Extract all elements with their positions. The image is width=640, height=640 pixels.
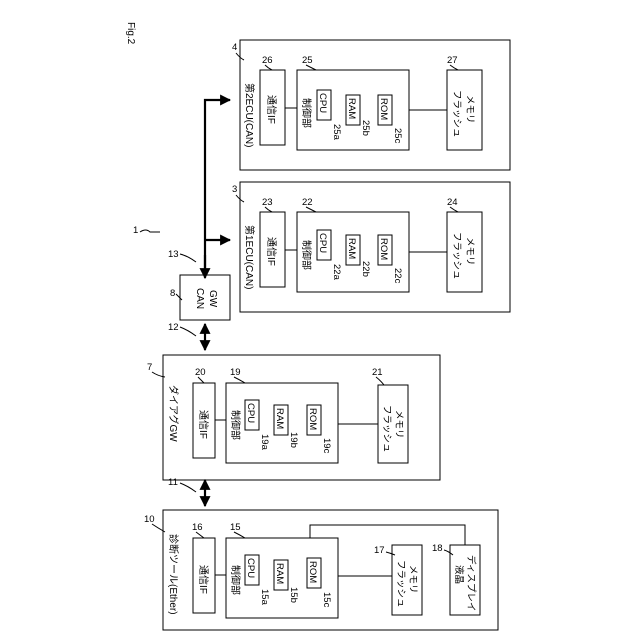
ecu1-controller-ref: 22 [302,197,313,208]
diag-tool-rom-ref: 15c [321,592,332,608]
ecu1-controller-label: 制御部 [300,240,313,270]
can-gw-ref-leader [176,294,182,300]
figure-label: Fig.2 [125,22,136,45]
diag-gw-comm-if-ref: 20 [195,367,206,378]
diag-gw-flash-label-1: フラッシュ [381,405,392,453]
diag-gw-title: ダイアグGW [167,385,180,442]
diag-gw-cpu-ref: 19a [259,434,270,451]
ecu1-comm-if-label: 通信IF [265,237,277,266]
system-ref-leader [140,230,160,232]
ecu1-ram-label: RAM [346,238,357,259]
diag-gw-flash-label-2: メモリ [393,410,404,439]
ecu2-flash-label-2: メモリ [464,95,475,124]
diag-gw-flash-ref-leader [376,377,384,385]
ecu2-rom-label: ROM [378,98,389,120]
diag-gw-comm-if-label: 通信IF [197,410,209,439]
ecu1-flash-ref: 24 [447,197,458,208]
ecu2-cpu-label: CPU [317,93,328,113]
diag-gw-rom-ref: 19c [321,438,332,454]
can-bus-upper-ref: 13 [168,249,179,260]
diag-tool-display-label-1: 液晶 [453,565,465,584]
diag-tool-ram-ref: 15b [288,587,299,603]
can-gw-label-2: GW [207,290,218,308]
diag-tool-box [163,510,498,630]
diag-tool-flash-ref-leader [386,552,395,555]
ecu2-comm-if-ref: 26 [262,55,273,66]
ecu1-cpu-ref: 22a [331,264,342,281]
ecu1-flash-label-1: フラッシュ [451,232,462,280]
system-ref: 1 [133,225,138,236]
ecu2-flash-ref: 27 [447,55,458,66]
ecu2-cpu-ref: 25a [331,124,342,141]
diag-gw-controller-ref: 19 [230,367,241,378]
diag-tool-display-ref-leader [444,550,453,555]
ecu2-comm-if-label: 通信IF [265,95,277,124]
diag-gw-controller-label: 制御部 [229,410,242,440]
can-bus-lower-ref: 12 [168,322,179,333]
diag-tool-flash-label-1: フラッシュ [395,560,406,608]
diag-tool-flash-ref: 17 [374,545,385,556]
diag-tool-cpu-ref: 15a [259,589,270,606]
diag-tool-controller-label: 制御部 [229,565,242,595]
diag-tool-link-ctrl-display [310,525,465,545]
can-bus-upper-ref-leader [180,254,196,262]
ecu2-ram-ref: 25b [360,120,371,136]
ecu1-flash-label-2: メモリ [464,237,475,266]
diag-tool-ref: 10 [144,514,155,525]
diag-gw-ref: 7 [147,362,152,373]
ecu1-rom-label: ROM [378,238,389,260]
diag-tool-flash-label-2: メモリ [407,565,418,594]
can-gw-ref: 8 [170,288,175,299]
ecu2-controller-ref: 25 [302,55,313,66]
diag-gw-ram-ref: 19b [288,432,299,448]
can-bus-lower-ref-leader [180,327,196,336]
ecu1-comm-if-ref: 23 [262,197,273,208]
ecu1-ref: 3 [232,184,237,195]
ecu1-ram-ref: 22b [360,261,371,277]
ecu1-cpu-label: CPU [317,233,328,253]
ecu1-title: 第1ECU(CAN) [243,225,256,289]
diag-tool-display-label-2: ディスプレイ [465,555,477,611]
diag-tool-ram-label: RAM [274,563,285,584]
diag-gw-ram-label: RAM [274,408,285,429]
diag-tool-cpu-label: CPU [245,558,256,578]
diag-tool-controller-ref: 15 [230,522,241,533]
diag-gw-cpu-label: CPU [245,403,256,423]
ether-bus-ref-leader [180,483,196,492]
diag-tool-display-ref: 18 [432,543,443,554]
ecu2-title: 第2ECU(CAN) [243,83,256,147]
ecu2-ref: 4 [232,42,237,53]
can-gw-label-1: CAN [194,288,205,309]
ecu1-rom-ref: 22c [392,268,403,284]
diag-gw-flash-ref: 21 [372,367,383,378]
can-bus-upper [205,100,230,275]
ether-bus-ref: 11 [168,477,178,488]
diag-tool-rom-label: ROM [307,561,318,583]
ecu2-controller-label: 制御部 [300,98,313,128]
diag-tool-title: 診断ツール(Ether) [167,534,180,615]
diag-gw-rom-label: ROM [307,408,318,430]
diag-tool-comm-if-label: 通信IF [197,565,209,594]
ecu2-rom-ref: 25c [392,128,403,144]
ecu2-ram-label: RAM [346,98,357,119]
diag-tool-comm-if-ref: 16 [192,522,203,533]
ecu2-flash-label-1: フラッシュ [451,90,462,138]
